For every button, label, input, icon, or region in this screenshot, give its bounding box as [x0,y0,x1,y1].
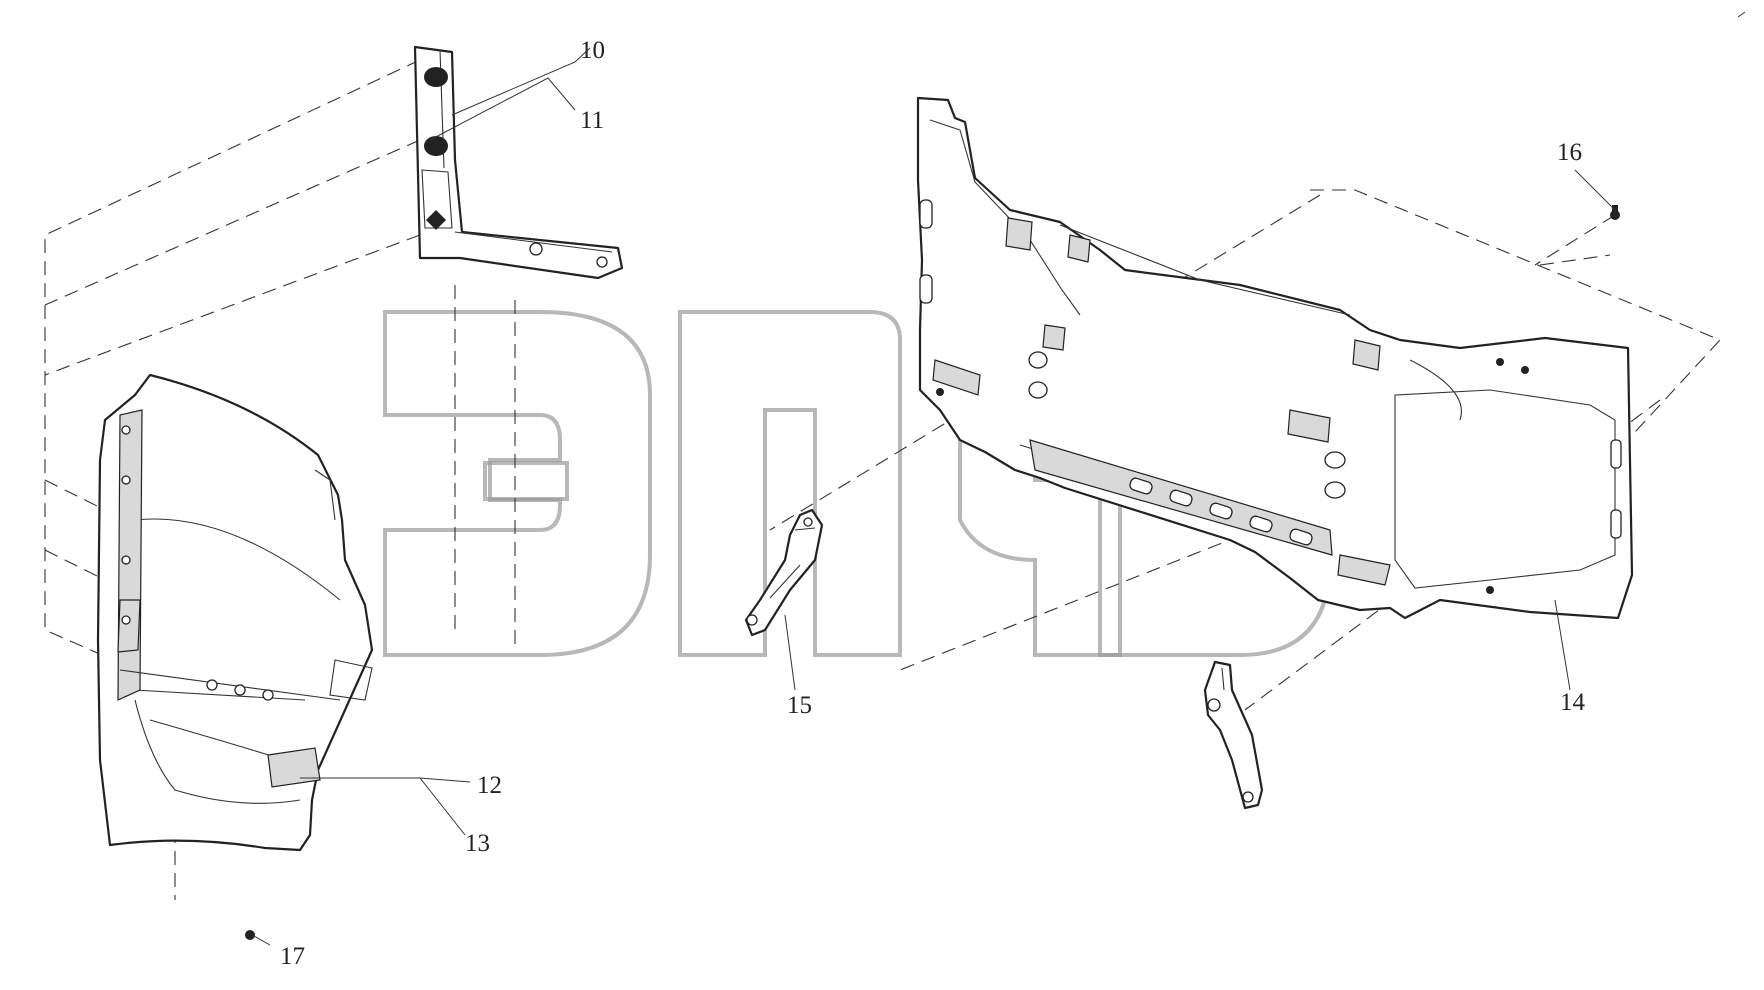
screw-16-icon [1610,205,1620,220]
callout-15: 15 [787,692,812,719]
callout-13: 13 [465,830,490,857]
callout-17: 17 [280,943,305,970]
callout-labels: 10 11 12 13 14 15 16 17 [280,37,1586,970]
leader-lines [251,11,1746,946]
callout-16: 16 [1557,139,1582,166]
callout-11: 11 [580,107,604,134]
front-frame-panel [916,96,1634,620]
lower-bracket [1203,660,1264,810]
upper-corner-bracket [413,45,624,280]
callout-14: 14 [1560,689,1586,716]
screw-17-icon [245,930,255,940]
callout-10: 10 [580,37,605,64]
side-panel-assembly [96,373,374,852]
callout-12: 12 [477,772,502,799]
angled-bracket [744,508,824,637]
